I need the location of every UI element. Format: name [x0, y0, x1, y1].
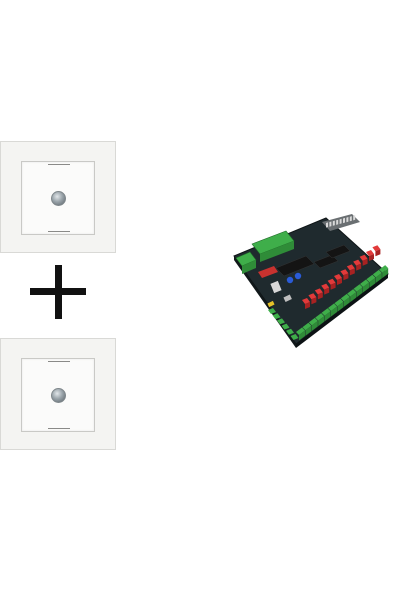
pcb-edge: [296, 274, 388, 348]
header-pin: [346, 217, 349, 223]
terminal: [296, 327, 305, 335]
relay-side: [324, 287, 330, 295]
ic-chip: [325, 244, 351, 259]
header-pin: [336, 219, 339, 225]
panel-insert: [21, 358, 95, 432]
header-pin: [353, 215, 356, 221]
panel-slot: [48, 428, 70, 429]
terminal: [340, 293, 350, 302]
presence-sensor-icon: [51, 191, 66, 206]
terminal-side: [363, 282, 369, 293]
pcb-edge: [234, 256, 296, 348]
terminal: [353, 284, 363, 292]
relay-side: [343, 273, 349, 281]
terminal: [328, 303, 337, 311]
panel-slot: [48, 231, 70, 232]
header-pin: [329, 221, 332, 227]
header-pin: [326, 222, 328, 228]
relay: [302, 298, 310, 304]
terminal: [308, 317, 318, 326]
relay-side: [369, 254, 374, 261]
relay-side: [305, 302, 310, 309]
relay: [314, 288, 323, 295]
relay-side: [356, 263, 362, 271]
relay: [372, 245, 381, 252]
panel-slot: [48, 361, 70, 362]
terminal: [272, 313, 281, 320]
terminal-side: [337, 301, 344, 312]
relay-side: [337, 278, 342, 285]
red-module: [258, 266, 278, 278]
terminal-side: [382, 268, 389, 279]
header-pin: [332, 220, 335, 226]
connector: [270, 280, 282, 294]
ic-chip: [275, 255, 315, 277]
terminal-side: [324, 311, 331, 322]
relay: [359, 254, 368, 261]
terminal-row: [296, 265, 389, 341]
terminal: [315, 313, 325, 321]
panel-insert: [21, 161, 95, 235]
fuse: [267, 300, 275, 308]
circuit-board-icon: [233, 214, 389, 348]
capacitor: [294, 272, 302, 280]
relay-bank: [302, 245, 381, 309]
crystal: [283, 294, 292, 302]
presence-sensor-icon: [51, 388, 66, 403]
relay-side: [317, 292, 323, 300]
terminal: [366, 274, 376, 283]
plus-vertical-bar: [55, 265, 62, 319]
relay-side: [375, 249, 381, 257]
terminal-side: [343, 296, 350, 307]
relay: [321, 283, 330, 290]
terminal: [321, 308, 331, 316]
terminal: [290, 334, 299, 340]
relay: [353, 259, 362, 266]
relay: [327, 278, 336, 285]
wall-panel-sensor-top: [0, 141, 116, 253]
header-pin: [349, 216, 352, 222]
capacitor: [286, 276, 294, 284]
terminal-side: [369, 277, 376, 288]
terminal: [268, 308, 276, 314]
relay-side: [330, 282, 336, 290]
relay: [346, 264, 355, 271]
terminal: [277, 318, 285, 325]
terminal: [302, 322, 312, 331]
terminal-side: [305, 325, 312, 336]
relay: [366, 250, 374, 256]
terminal-side: [350, 292, 357, 303]
relay: [308, 293, 317, 300]
plus-icon: [30, 265, 86, 319]
relay: [334, 274, 342, 280]
relay-side: [362, 258, 368, 266]
terminal-side: [356, 287, 363, 298]
panel-slot: [48, 164, 70, 165]
relay-side: [349, 268, 355, 276]
terminal: [347, 289, 357, 297]
terminal-side: [318, 316, 325, 327]
terminal-side: [331, 306, 337, 317]
relay: [340, 269, 349, 276]
terminal: [286, 328, 294, 335]
terminal: [372, 269, 382, 278]
terminal-side: [311, 320, 318, 331]
header-pin: [339, 218, 342, 224]
terminal: [360, 279, 369, 287]
terminal-side: [375, 272, 382, 283]
terminal: [281, 323, 290, 330]
header-pin: [343, 217, 345, 224]
terminal-row-right: [268, 308, 299, 340]
controller-board: [228, 214, 393, 348]
terminal: [334, 298, 344, 307]
relay-side: [311, 297, 317, 305]
terminal-side: [299, 330, 305, 341]
header-pins: [326, 215, 356, 228]
wall-panel-sensor-bottom: [0, 338, 116, 450]
terminal: [379, 265, 389, 273]
